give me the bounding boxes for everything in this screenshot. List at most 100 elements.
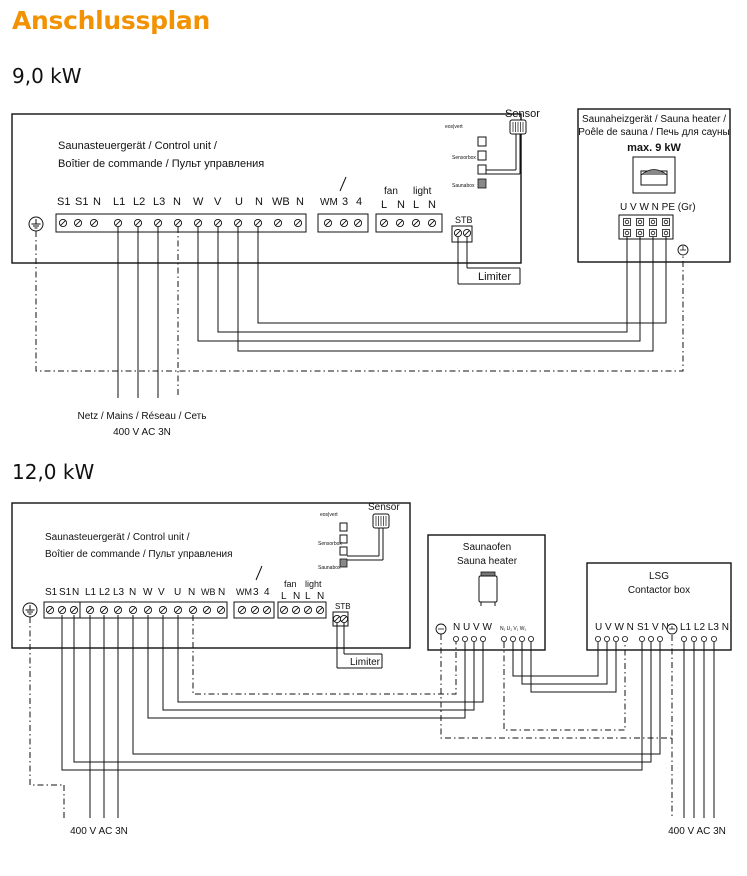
- lsg-terminals-c: L1 L2 L3 N: [680, 622, 729, 633]
- heater-terminal-labels: U V W N PE (Gr): [620, 202, 696, 213]
- limiter-label: Limiter: [478, 271, 511, 283]
- terminal-label: S1: [59, 587, 72, 598]
- terminal-label: 3: [253, 587, 259, 598]
- terminal-label: WB: [201, 587, 216, 597]
- terminal-strip: [79, 601, 228, 619]
- terminal-label: N: [218, 587, 225, 598]
- terminal-label: 4: [264, 587, 270, 598]
- ground-icon: [22, 602, 38, 618]
- oven-to-lsg-wires: [512, 642, 617, 693]
- terminal-label: L3: [153, 196, 165, 208]
- terminal-strip-fan-light: [277, 601, 327, 619]
- terminal-label: L: [305, 591, 311, 602]
- sensor-icon: [372, 513, 390, 529]
- lsg-terminals-b: S1 V N: [637, 622, 669, 633]
- sensor-label: Sensor: [505, 108, 540, 120]
- terminal-label: S1: [75, 196, 88, 208]
- lsg-terminals-a: U V W N: [595, 622, 634, 633]
- limiter-label: Limiter: [350, 657, 381, 668]
- control-unit-label-2: Boîtier de commande / Пульт управления: [45, 549, 233, 560]
- heater-icon: [632, 156, 676, 194]
- indicator-square: [339, 558, 348, 568]
- terminal-label: WM: [320, 197, 338, 208]
- terminal-label: U: [235, 196, 243, 208]
- brand-logo: eos|vert: [445, 124, 463, 130]
- neutral-wire: [192, 615, 457, 695]
- terminal-label: N: [72, 587, 79, 598]
- mains-label: Netz / Mains / Réseau / Сеть: [78, 411, 207, 422]
- brand-logo: eos|vert: [320, 512, 338, 518]
- lsg-label-2: Contactor box: [628, 585, 690, 596]
- heading-9kw: 9,0 kW: [12, 64, 82, 88]
- ground-icon: [28, 216, 44, 232]
- mains-wires: [117, 227, 159, 398]
- oven-terminal-screws: [452, 636, 535, 643]
- terminal-label: N: [129, 587, 136, 598]
- sensor-label: Sensor: [368, 502, 400, 513]
- fan-label: fan: [284, 579, 297, 589]
- control-unit-box: [11, 502, 411, 649]
- oven-label-2: Sauna heater: [457, 556, 518, 567]
- terminal-label: 4: [356, 196, 362, 208]
- terminal-label: N: [428, 199, 436, 211]
- oven-wires: [147, 615, 484, 719]
- terminal-label: L3: [113, 587, 125, 598]
- light-label: light: [413, 186, 432, 197]
- neutral-wire-2: [503, 642, 626, 731]
- indicator-square: [339, 546, 348, 556]
- control-unit-label: Saunasteuergerät / Control unit /: [58, 140, 218, 152]
- terminal-label: N: [317, 591, 324, 602]
- terminal-label: L: [281, 591, 287, 602]
- terminal-label: L2: [133, 196, 145, 208]
- indicator-square: [477, 150, 487, 161]
- terminal-label: N: [93, 196, 101, 208]
- lsg-terminal-screws: [595, 636, 718, 643]
- oven-label: Saunaofen: [463, 542, 511, 553]
- page-title: Anschlussplan: [12, 6, 211, 35]
- terminal-label: S1: [45, 587, 58, 598]
- indicator-square: [339, 534, 348, 544]
- terminal-label: W: [143, 587, 153, 598]
- terminal-label: W: [193, 196, 204, 208]
- heater-wires: [197, 227, 667, 352]
- terminal-label: S1: [57, 196, 70, 208]
- terminal-label: L2: [99, 587, 111, 598]
- terminal-label: V: [214, 196, 222, 208]
- terminal-label: U: [174, 587, 181, 598]
- sensor-icon: [509, 119, 527, 135]
- indicator-square: [477, 178, 487, 189]
- light-label: light: [305, 579, 322, 589]
- diagram-12kw: Saunasteuergerät / Control unit / Boîtie…: [11, 502, 732, 837]
- terminal-label: WB: [272, 196, 290, 208]
- terminal-label: V: [158, 587, 165, 598]
- contactor-box: [586, 562, 732, 651]
- heater-power: max. 9 kW: [627, 142, 681, 154]
- heater-label: Saunaheizgerät / Sauna heater /: [582, 114, 726, 125]
- ground-wire-2: [440, 634, 673, 739]
- terminal-label: 3: [342, 196, 348, 208]
- heater-icon: [478, 571, 498, 606]
- terminal-label: N: [188, 587, 195, 598]
- terminal-label: L: [381, 199, 387, 211]
- indicator-label: Sensorbox: [318, 541, 342, 547]
- left-supply-wires: [89, 615, 119, 818]
- terminal-label: L: [413, 199, 419, 211]
- terminal-label: L1: [113, 196, 125, 208]
- indicator-label: Saunabox: [452, 183, 475, 189]
- terminal-label: WM: [236, 587, 252, 597]
- ground-wire: [35, 231, 684, 372]
- heater-label-2: Poêle de sauna / Печь для сауны: [578, 127, 729, 138]
- right-supply-wires: [683, 642, 715, 818]
- stb-label: STB: [335, 602, 351, 611]
- control-unit-label: Saunasteuergerät / Control unit /: [45, 532, 190, 543]
- control-unit-box: [11, 113, 522, 264]
- indicator-label: Sensorbox: [452, 155, 476, 161]
- control-lines: [61, 615, 661, 771]
- lsg-label: LSG: [649, 571, 669, 582]
- fan-label: fan: [384, 186, 398, 197]
- terminal-label: L1: [85, 587, 97, 598]
- indicator-square: [477, 164, 487, 175]
- oven-terminals-2: N₁ U₁ V₁ W₁: [500, 626, 527, 632]
- right-supply-label: 400 V AC 3N: [668, 826, 726, 837]
